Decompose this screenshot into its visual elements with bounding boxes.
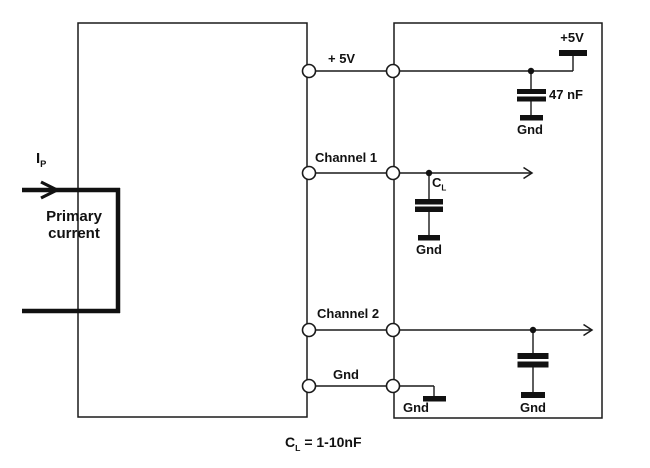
formula-subscript: L — [295, 442, 301, 453]
supply-rail — [394, 50, 587, 72]
ground-bar-gnd-pin-icon — [423, 396, 446, 402]
terminal-circles — [301, 63, 401, 394]
current-word: current — [48, 224, 100, 242]
primary-current-symbol: IP — [36, 150, 47, 171]
supply-5v-label: +5V — [560, 30, 584, 45]
capcl-plate-top — [415, 199, 443, 205]
sensor-box — [77, 22, 308, 418]
terminal-load-channel2 — [385, 322, 401, 338]
ground-bar-output-icon — [521, 392, 545, 398]
pin-label-5v: + 5V — [328, 51, 356, 66]
terminal-load-channel1 — [385, 165, 401, 181]
gnd-label-cl: Gnd — [416, 242, 442, 257]
capacitor-47nf — [517, 67, 546, 121]
pin-label-channel2: Channel 2 — [317, 306, 380, 321]
supply-bar-icon — [559, 50, 587, 56]
terminal-load-5v — [385, 63, 401, 79]
pin-label-gnd: Gnd — [333, 367, 359, 382]
cap-47nf-value-label: 47 nF — [549, 87, 583, 102]
gnd-label-output-cap: Gnd — [520, 400, 546, 415]
terminal-sensor-channel2 — [301, 322, 317, 338]
primary-current-arrow — [40, 180, 61, 200]
junction-dot-5v — [527, 67, 535, 75]
capout-plate-top — [517, 353, 549, 359]
junction-dot-channel2 — [529, 326, 537, 334]
ip-subscript: P — [40, 159, 47, 169]
terminal-sensor-gnd — [301, 378, 317, 394]
terminal-sensor-5v — [301, 63, 317, 79]
pin-label-channel1: Channel 1 — [315, 150, 378, 165]
primary-word: Primary — [46, 208, 102, 225]
channel1-arrowhead — [523, 166, 534, 180]
terminal-sensor-channel1 — [301, 165, 317, 181]
capout-plate-bottom — [517, 361, 549, 368]
channel2-arrowhead — [583, 323, 594, 337]
primary-current-conductor — [22, 180, 121, 314]
ip-main: I — [36, 150, 41, 167]
load-cap-symbol-label: CL — [432, 176, 446, 196]
load-box — [393, 22, 603, 419]
footnote-formula: CL = 1-10nF — [285, 435, 362, 455]
formula-symbol: C — [285, 434, 296, 450]
cl-subscript: L — [441, 183, 447, 193]
junction-dot-channel1 — [425, 169, 433, 177]
ground-bar-cl-icon — [418, 235, 440, 241]
gnd-pin-connection — [394, 385, 446, 402]
cap47-plate-bottom — [517, 96, 546, 102]
cl-main: C — [432, 175, 442, 190]
ground-bar-47nf-icon — [520, 115, 543, 121]
cap47-plate-top — [517, 89, 546, 94]
capcl-plate-bottom — [415, 206, 443, 212]
terminal-load-gnd — [385, 378, 401, 394]
channel2-output — [394, 323, 594, 398]
gnd-label-47nf: Gnd — [517, 122, 543, 137]
channel1-output — [394, 166, 534, 241]
gnd-label-gnd-pin: Gnd — [403, 400, 429, 415]
formula-equation: = 1-10nF — [300, 434, 362, 450]
